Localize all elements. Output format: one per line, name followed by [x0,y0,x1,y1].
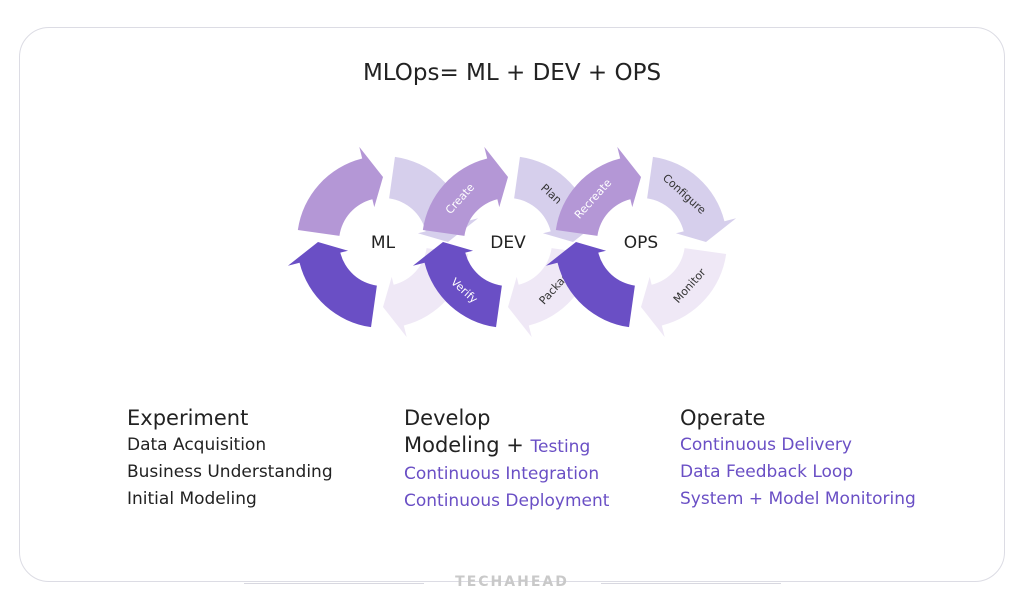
cycle-ml: ML [287,146,479,338]
cycle-name: OPS [624,233,658,253]
column-experiment: Experiment Data Acquisition Business Und… [127,405,333,513]
line-part: Testing [530,437,591,457]
column-heading: Operate [680,406,766,430]
column-line: Business Understanding [127,462,333,482]
column-line: Continuous Deployment [404,491,610,511]
column-heading: Experiment [127,406,249,430]
card-frame [19,27,1005,582]
arrow-top-left [422,146,508,236]
arrow-bottom-right [641,248,727,338]
cycle-name: ML [371,233,396,253]
arrow-bottom-left [412,242,502,328]
column-line: Data Feedback Loop [680,462,854,482]
divider [601,583,781,584]
cycle-name: DEV [490,233,526,253]
column-operate: Operate Continuous Delivery Data Feedbac… [680,405,916,513]
page-title: MLOps= ML + DEV + OPS [362,60,662,86]
column-line: Initial Modeling [127,489,257,509]
brand-logo: TECHAHEAD [455,574,569,590]
arrow-top-left [297,146,383,236]
column-line: System + Model Monitoring [680,489,916,509]
arrow-bottom-left [545,242,635,328]
arrow-top-left [555,146,641,236]
column-line: Continuous Delivery [680,435,852,455]
arrow-top-right [647,156,737,242]
column-heading: Develop [404,406,491,430]
column-line: Continuous Integration [404,464,600,484]
column-line: Data Acquisition [127,435,267,455]
line-part: Modeling + [404,433,531,457]
column-line: Modeling + Testing [404,432,609,461]
column-develop: Develop Modeling + Testing Continuous In… [404,405,609,515]
arrow-bottom-left [287,242,377,328]
divider [244,583,424,584]
